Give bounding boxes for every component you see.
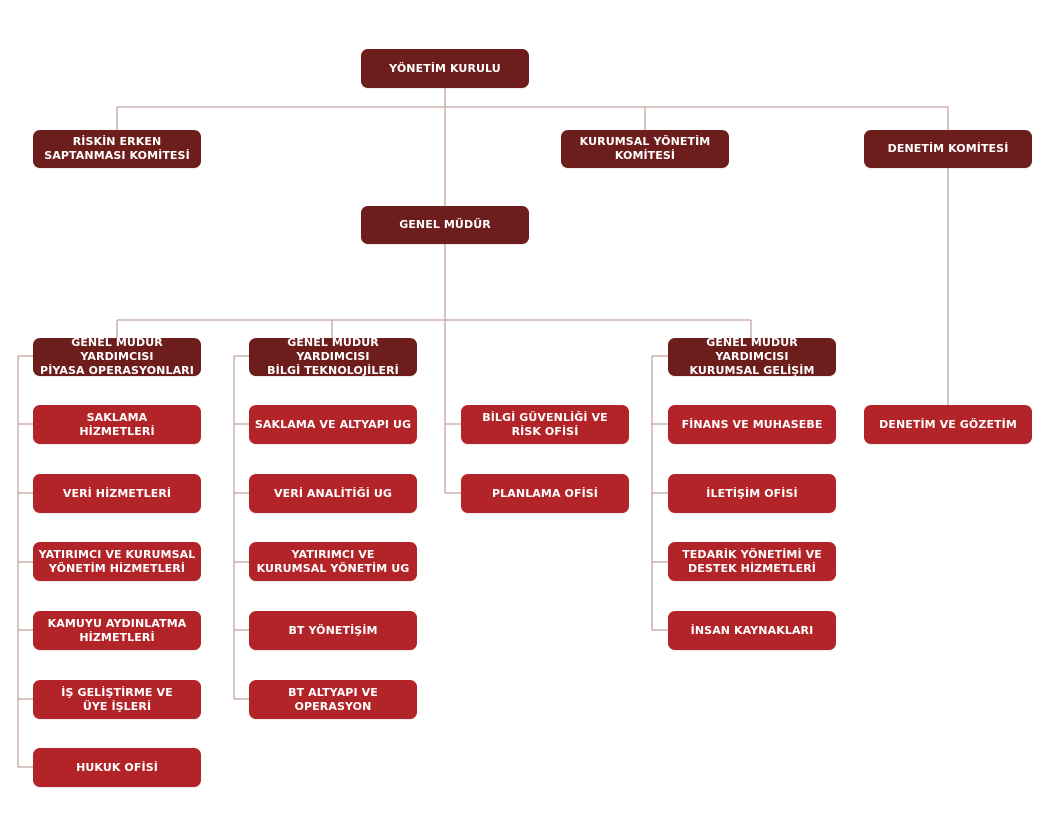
- it-unit-label: SAKLAMA VE ALTYAPI UG: [254, 417, 412, 431]
- it-unit-box: BT YÖNETİŞİM: [249, 611, 417, 650]
- ceo-office-box: BİLGİ GÜVENLİĞİ VE RİSK OFİSİ: [461, 405, 629, 444]
- early-risk-committee-box: RİSKİN ERKEN SAPTANMASI KOMİTESİ: [33, 130, 201, 168]
- deputy-market-ops-label: GENEL MÜDÜR YARDIMCISI PİYASA OPERASYONL…: [40, 336, 194, 377]
- it-unit-label: VERİ ANALİTİĞİ UG: [274, 486, 392, 500]
- deputy-it-box: GENEL MÜDÜR YARDIMCISI BİLGİ TEKNOLOJİLE…: [249, 336, 417, 377]
- market-ops-unit-box: İŞ GELİŞTİRME VE ÜYE İŞLERİ: [33, 680, 201, 719]
- corp-dev-unit-box: TEDARİK YÖNETİMİ VE DESTEK HİZMETLERİ: [668, 542, 836, 581]
- it-unit-label: BT ALTYAPI VE OPERASYON: [288, 685, 378, 713]
- audit-unit-box: DENETİM VE GÖZETİM: [864, 405, 1032, 444]
- it-unit-box: VERİ ANALİTİĞİ UG: [249, 474, 417, 513]
- corp-dev-unit-label: İNSAN KAYNAKLARI: [690, 623, 814, 637]
- audit-committee-box: DENETİM KOMİTESİ: [864, 130, 1032, 168]
- corporate-governance-committee-label: KURUMSAL YÖNETİM KOMİTESİ: [579, 135, 711, 162]
- ceo-office-box: PLANLAMA OFİSİ: [461, 474, 629, 513]
- corp-dev-unit-label: İLETİŞİM OFİSİ: [706, 486, 798, 500]
- it-unit-box: SAKLAMA VE ALTYAPI UG: [249, 405, 417, 444]
- deputy-market-ops-box: GENEL MÜDÜR YARDIMCISI PİYASA OPERASYONL…: [33, 336, 201, 377]
- corp-dev-unit-label: TEDARİK YÖNETİMİ VE DESTEK HİZMETLERİ: [682, 547, 822, 575]
- market-ops-unit-label: KAMUYU AYDINLATMA HİZMETLERİ: [47, 616, 187, 644]
- corp-dev-unit-box: İLETİŞİM OFİSİ: [668, 474, 836, 513]
- ceo-office-label: PLANLAMA OFİSİ: [492, 486, 598, 500]
- market-ops-unit-box: YATIRIMCI VE KURUMSAL YÖNETİM HİZMETLERİ: [33, 542, 201, 581]
- market-ops-unit-label: YATIRIMCI VE KURUMSAL YÖNETİM HİZMETLERİ: [38, 547, 196, 575]
- market-ops-unit-label: VERİ HİZMETLERİ: [62, 486, 172, 500]
- market-ops-unit-box: VERİ HİZMETLERİ: [33, 474, 201, 513]
- it-unit-label: YATIRIMCI VE KURUMSAL YÖNETİM UG: [256, 547, 410, 575]
- board-label: YÖNETİM KURULU: [389, 61, 501, 75]
- ceo-label: GENEL MÜDÜR: [399, 218, 491, 231]
- market-ops-unit-box: KAMUYU AYDINLATMA HİZMETLERİ: [33, 611, 201, 650]
- board-box: YÖNETİM KURULU: [361, 49, 529, 88]
- audit-committee-label: DENETİM KOMİTESİ: [887, 142, 1009, 155]
- deputy-it-label: GENEL MÜDÜR YARDIMCISI BİLGİ TEKNOLOJİLE…: [267, 336, 399, 377]
- audit-unit-label: DENETİM VE GÖZETİM: [879, 417, 1017, 431]
- corp-dev-unit-label: FİNANS VE MUHASEBE: [681, 417, 823, 431]
- market-ops-unit-label: HUKUK OFİSİ: [76, 760, 158, 774]
- deputy-corp-dev-box: GENEL MÜDÜR YARDIMCISI KURUMSAL GELİŞİM: [668, 336, 836, 377]
- ceo-box: GENEL MÜDÜR: [361, 206, 529, 244]
- deputy-corp-dev-label: GENEL MÜDÜR YARDIMCISI KURUMSAL GELİŞİM: [689, 336, 815, 377]
- it-unit-box: BT ALTYAPI VE OPERASYON: [249, 680, 417, 719]
- market-ops-unit-box: SAKLAMA HİZMETLERİ: [33, 405, 201, 444]
- market-ops-unit-box: HUKUK OFİSİ: [33, 748, 201, 787]
- early-risk-committee-label: RİSKİN ERKEN SAPTANMASI KOMİTESİ: [44, 135, 190, 162]
- market-ops-unit-label: SAKLAMA HİZMETLERİ: [79, 410, 155, 438]
- it-unit-label: BT YÖNETİŞİM: [288, 623, 378, 637]
- it-unit-box: YATIRIMCI VE KURUMSAL YÖNETİM UG: [249, 542, 417, 581]
- corp-dev-unit-box: FİNANS VE MUHASEBE: [668, 405, 836, 444]
- corp-dev-unit-box: İNSAN KAYNAKLARI: [668, 611, 836, 650]
- corporate-governance-committee-box: KURUMSAL YÖNETİM KOMİTESİ: [561, 130, 729, 168]
- market-ops-unit-label: İŞ GELİŞTİRME VE ÜYE İŞLERİ: [61, 685, 173, 713]
- ceo-office-label: BİLGİ GÜVENLİĞİ VE RİSK OFİSİ: [482, 410, 608, 438]
